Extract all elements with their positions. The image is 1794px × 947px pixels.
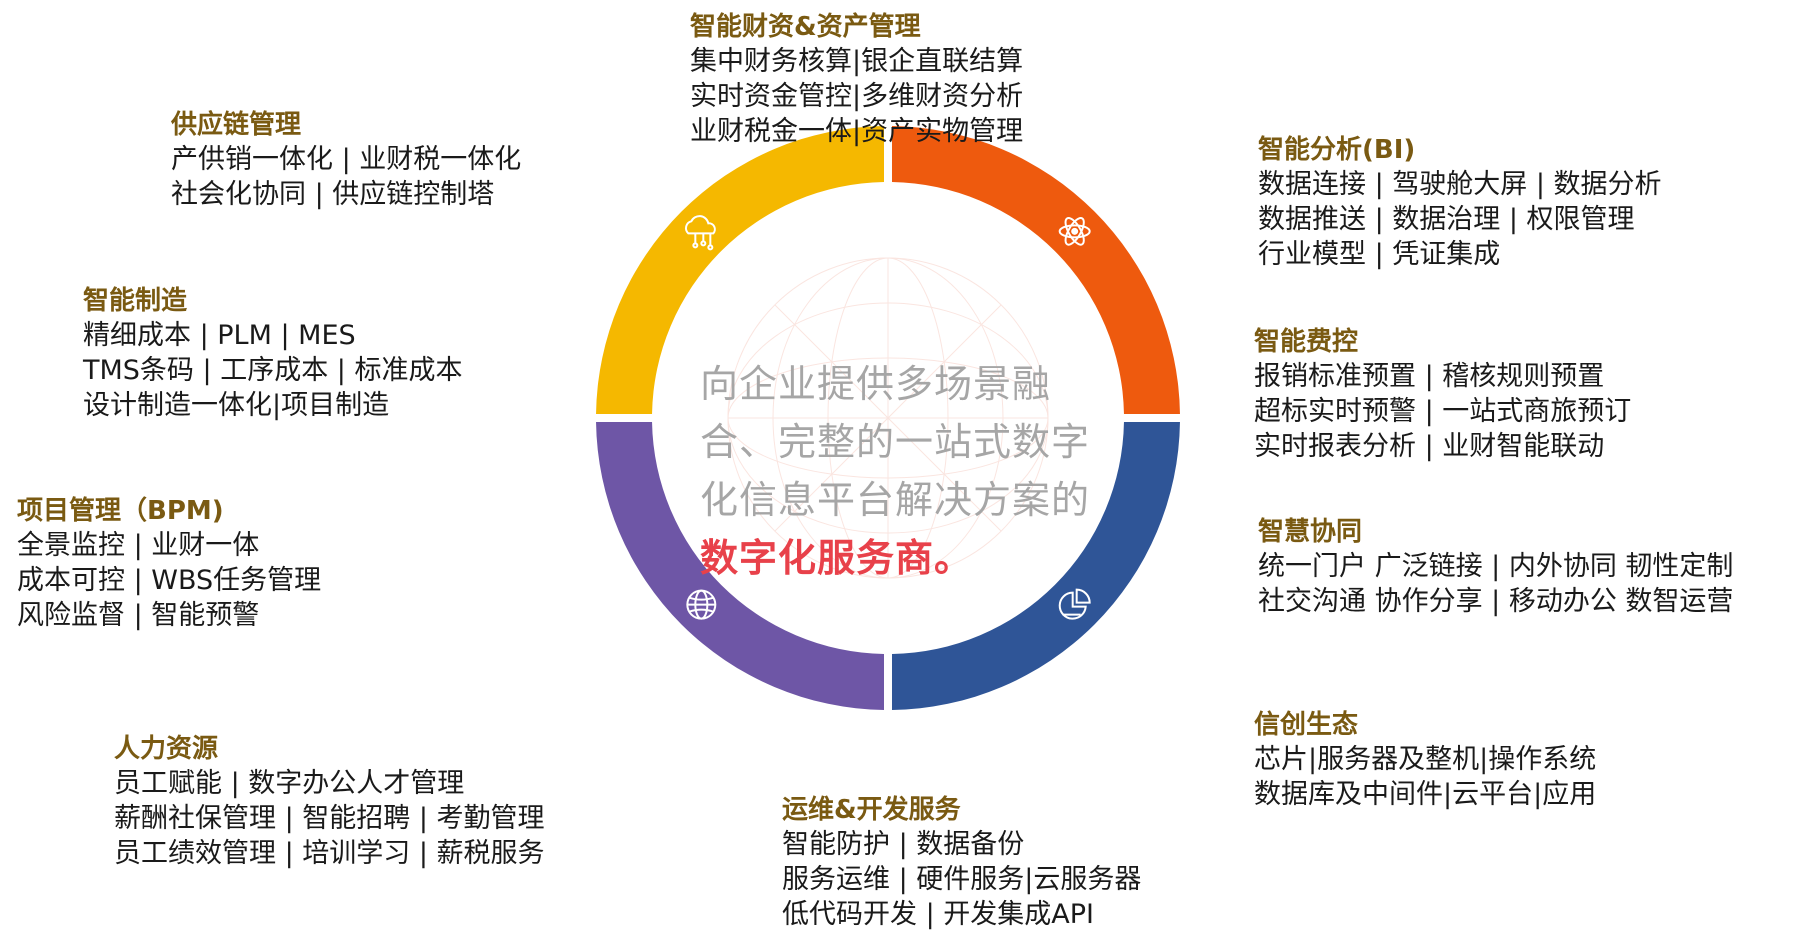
globe-icon (686, 589, 717, 620)
sphere-backdrop (727, 257, 1049, 579)
module-title: 智慧协同 (1258, 517, 1363, 547)
module-hr: 人力资源 员工赋能 | 数字办公人才管理 薪酬社保管理 | 智能招聘 | 考勤管… (114, 732, 545, 871)
module-line: 服务运维 | 硬件服务|云服务器 (782, 864, 1142, 895)
module-project: 项目管理（BPM) 全景监控 | 业财一体 成本可控 | WBS任务管理 风险监… (17, 494, 321, 633)
module-line: 数据库及中间件|云平台|应用 (1254, 779, 1597, 810)
module-line: 全景监控 | 业财一体 (17, 530, 260, 561)
center-statement: 向企业提供多场景融合、完整的一站式数字化信息平台解决方案的数字化服务商。 (700, 355, 1100, 587)
module-line: 实时资金管控|多维财资分析 (690, 81, 1024, 112)
module-supply-chain: 供应链管理 产供销一体化 | 业财税一体化 社会化协同 | 供应链控制塔 (171, 108, 521, 212)
center-text-main: 向企业提供多场景融合、完整的一站式数字化信息平台解决方案的 (700, 362, 1091, 522)
module-title: 项目管理（BPM) (17, 496, 224, 526)
module-line: 超标实时预警 | 一站式商旅预订 (1254, 396, 1632, 427)
module-line: 产供销一体化 | 业财税一体化 (171, 144, 522, 175)
module-line: 数据连接 | 驾驶舱大屏 | 数据分析 (1258, 169, 1662, 200)
module-title: 人力资源 (114, 734, 219, 764)
module-line: 报销标准预置 | 稽核规则预置 (1254, 361, 1605, 392)
module-title: 智能费控 (1254, 327, 1359, 357)
module-line: 薪酬社保管理 | 智能招聘 | 考勤管理 (114, 803, 545, 834)
module-line: 实时报表分析 | 业财智能联动 (1254, 431, 1605, 462)
module-collaboration: 智慧协同 统一门户 广泛链接 | 内外协同 韧性定制 社交沟通 协作分享 | 移… (1258, 515, 1733, 619)
atom-icon (1058, 216, 1091, 246)
module-line: 社交沟通 协作分享 | 移动办公 数智运营 (1258, 586, 1734, 617)
module-line: 设计制造一体化|项目制造 (83, 390, 390, 421)
module-title: 信创生态 (1254, 710, 1359, 740)
module-finance: 智能财资&资产管理 集中财务核算|银企直联结算 实时资金管控|多维财资分析 业财… (690, 10, 1023, 149)
module-line: 员工绩效管理 | 培训学习 | 薪税服务 (114, 838, 545, 869)
pie-chart-icon (1058, 588, 1091, 620)
module-expense: 智能费控 报销标准预置 | 稽核规则预置 超标实时预警 | 一站式商旅预订 实时… (1254, 325, 1631, 464)
module-title: 智能制造 (83, 286, 188, 316)
module-line: 行业模型 | 凭证集成 (1258, 239, 1501, 270)
ring-segment-blue (891, 421, 1180, 710)
module-line: 精细成本 | PLM | MES (83, 320, 356, 351)
module-manufacturing: 智能制造 精细成本 | PLM | MES TMS条码 | 工序成本 | 标准成… (83, 284, 462, 423)
module-bi: 智能分析(BI) 数据连接 | 驾驶舱大屏 | 数据分析 数据推送 | 数据治理… (1258, 133, 1662, 272)
cloud-circuit-icon (685, 215, 716, 251)
module-line: 集中财务核算|银企直联结算 (690, 46, 1024, 77)
module-line: 成本可控 | WBS任务管理 (17, 565, 322, 596)
module-line: 低代码开发 | 开发集成API (782, 899, 1094, 930)
module-line: 统一门户 广泛链接 | 内外协同 韧性定制 (1258, 551, 1734, 582)
module-line: 社会化协同 | 供应链控制塔 (171, 179, 495, 210)
module-line: 员工赋能 | 数字办公人才管理 (114, 768, 465, 799)
module-title: 供应链管理 (171, 110, 302, 140)
ring-segment-purple (596, 421, 885, 710)
center-text-highlight: 数字化服务商。 (700, 536, 974, 580)
module-xinchuang: 信创生态 芯片|服务器及整机|操作系统 数据库及中间件|云平台|应用 (1254, 708, 1596, 812)
module-title: 智能分析(BI) (1258, 135, 1416, 165)
module-line: 风险监督 | 智能预警 (17, 600, 260, 631)
module-title: 智能财资&资产管理 (690, 12, 921, 42)
module-title: 运维&开发服务 (782, 795, 961, 825)
module-line: 数据推送 | 数据治理 | 权限管理 (1258, 204, 1635, 235)
module-line: 业财税金一体|资产实物管理 (690, 116, 1024, 147)
module-line: 智能防护 | 数据备份 (782, 829, 1025, 860)
module-line: 芯片|服务器及整机|操作系统 (1254, 744, 1597, 775)
module-line: TMS条码 | 工序成本 | 标准成本 (83, 355, 463, 386)
ring-segment-yellow (596, 126, 885, 415)
ring-segment-orange (891, 126, 1180, 415)
module-ops: 运维&开发服务 智能防护 | 数据备份 服务运维 | 硬件服务|云服务器 低代码… (782, 793, 1141, 932)
